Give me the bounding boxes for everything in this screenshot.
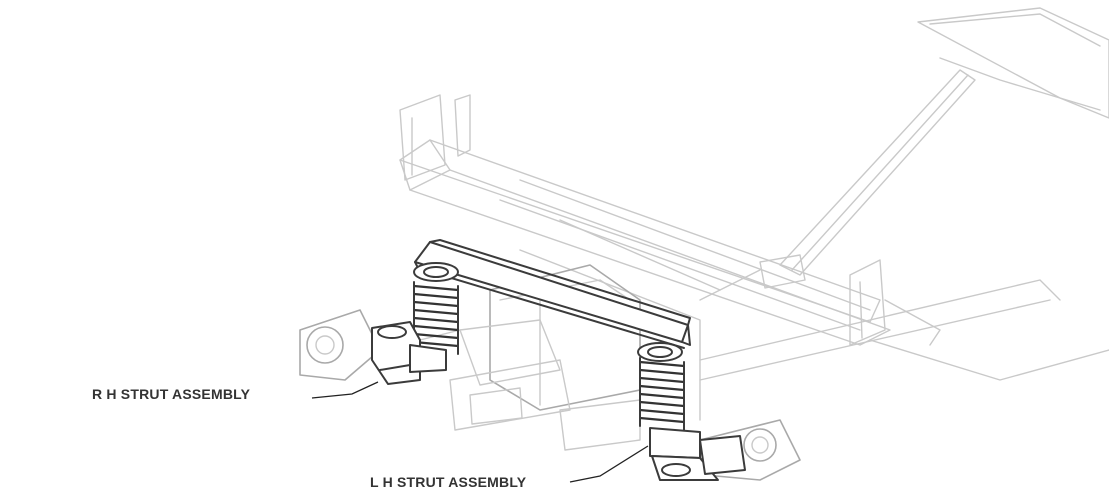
steering-wheel: [917, 7, 1109, 119]
rh-strut-leader-line: [311, 381, 379, 399]
lh-strut-label: L H STRUT ASSEMBLY: [370, 474, 527, 490]
cross-member-beam: [399, 139, 891, 346]
background-frame: [519, 219, 1109, 421]
rh-strut: [371, 262, 459, 385]
steering-column: [759, 69, 976, 289]
lh-strut-leader-line: [569, 445, 649, 483]
lh-strut-coil: [639, 357, 685, 431]
upper-tie-bar: [414, 239, 691, 349]
left-mount-bracket: [399, 94, 471, 181]
lh-strut: [637, 342, 746, 481]
right-mount-bracket: [849, 259, 941, 346]
rh-strut-label: R H STRUT ASSEMBLY: [92, 386, 251, 402]
